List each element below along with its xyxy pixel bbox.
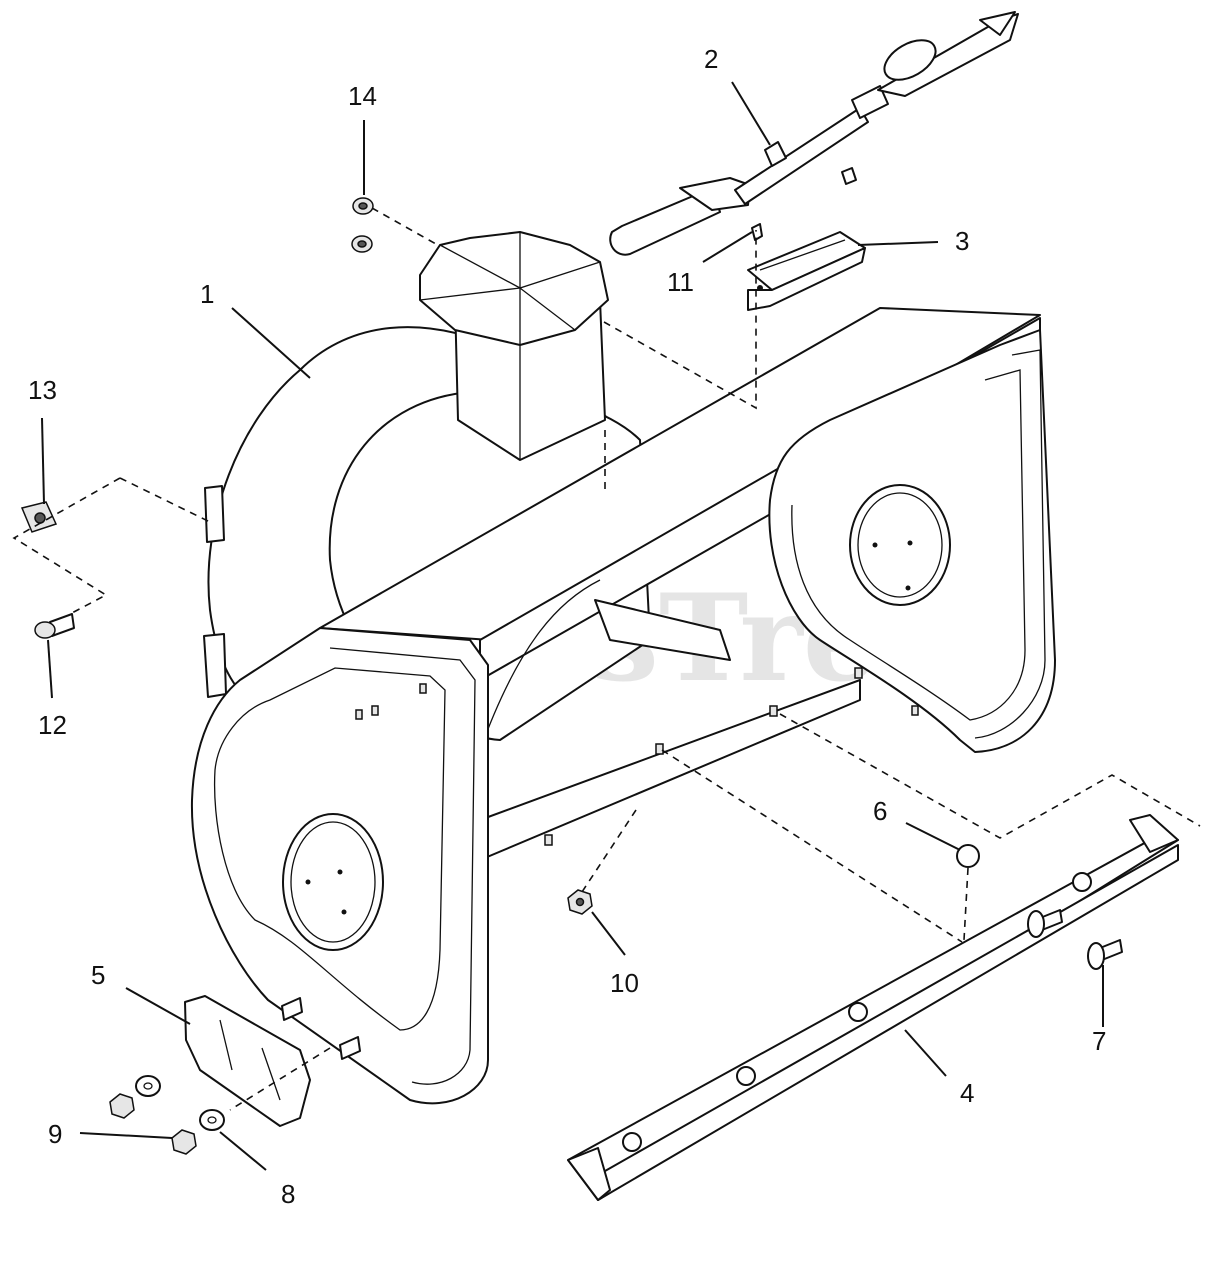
callout-labels: 1 2 3 4 5 6 7 8 9 10 11 12 13 14	[28, 44, 1106, 1209]
part-3-chute-bracket[interactable]	[747, 231, 866, 311]
part-9-hex-nut[interactable]	[109, 1093, 197, 1155]
part-12-bolt[interactable]	[34, 613, 75, 639]
drum-bracket-upper	[204, 485, 225, 543]
part-2-chute-crank[interactable]	[609, 11, 1019, 256]
auger-blade	[594, 599, 731, 661]
callout-4[interactable]: 4	[960, 1078, 974, 1108]
crank-disc	[883, 39, 937, 81]
part-11-screw[interactable]	[751, 223, 763, 241]
callout-12[interactable]: 12	[38, 710, 67, 740]
callout-9[interactable]: 9	[48, 1119, 62, 1149]
shave-plate-end-right	[1129, 814, 1179, 853]
callout-13[interactable]: 13	[28, 375, 57, 405]
right-plate-bearing	[849, 484, 951, 606]
callout-14[interactable]: 14	[348, 81, 377, 111]
part-7-carriage-bolt[interactable]	[1027, 909, 1123, 970]
assembly-lines	[12, 207, 1201, 1111]
part-13-clip[interactable]	[20, 501, 58, 533]
callout-11[interactable]: 11	[667, 267, 694, 297]
frame-top-beam	[319, 307, 1041, 641]
crank-shaft	[734, 107, 869, 205]
callout-8[interactable]: 8	[281, 1179, 295, 1209]
crank-coupler	[851, 85, 889, 119]
left-side-plate[interactable]	[190, 627, 919, 1105]
callout-1[interactable]: 1	[200, 279, 214, 309]
part-8-washer[interactable]	[135, 1075, 225, 1131]
part-6-carriage-bolt[interactable]	[956, 844, 980, 868]
skid-studs	[281, 997, 361, 1060]
left-plate-bearing	[282, 813, 384, 951]
callout-7[interactable]: 7	[1092, 1026, 1106, 1056]
crank-ring	[764, 141, 787, 167]
callout-2[interactable]: 2	[704, 44, 718, 74]
callout-leaders	[41, 81, 1104, 1171]
right-side-plate[interactable]	[768, 329, 1056, 753]
part-14-nuts[interactable]	[351, 197, 374, 253]
part-4-shave-plate[interactable]	[567, 814, 1179, 1201]
callout-6[interactable]: 6	[873, 796, 887, 826]
callout-10[interactable]: 10	[610, 968, 639, 998]
callout-5[interactable]: 5	[91, 960, 105, 990]
part-5-skid-shoe[interactable]	[184, 995, 311, 1127]
callout-3[interactable]: 3	[955, 226, 969, 256]
part-10-nut[interactable]	[567, 889, 593, 915]
drum-bracket-lower	[203, 633, 227, 698]
crank-pin	[841, 167, 857, 185]
shave-plate-end-left	[567, 1147, 611, 1201]
